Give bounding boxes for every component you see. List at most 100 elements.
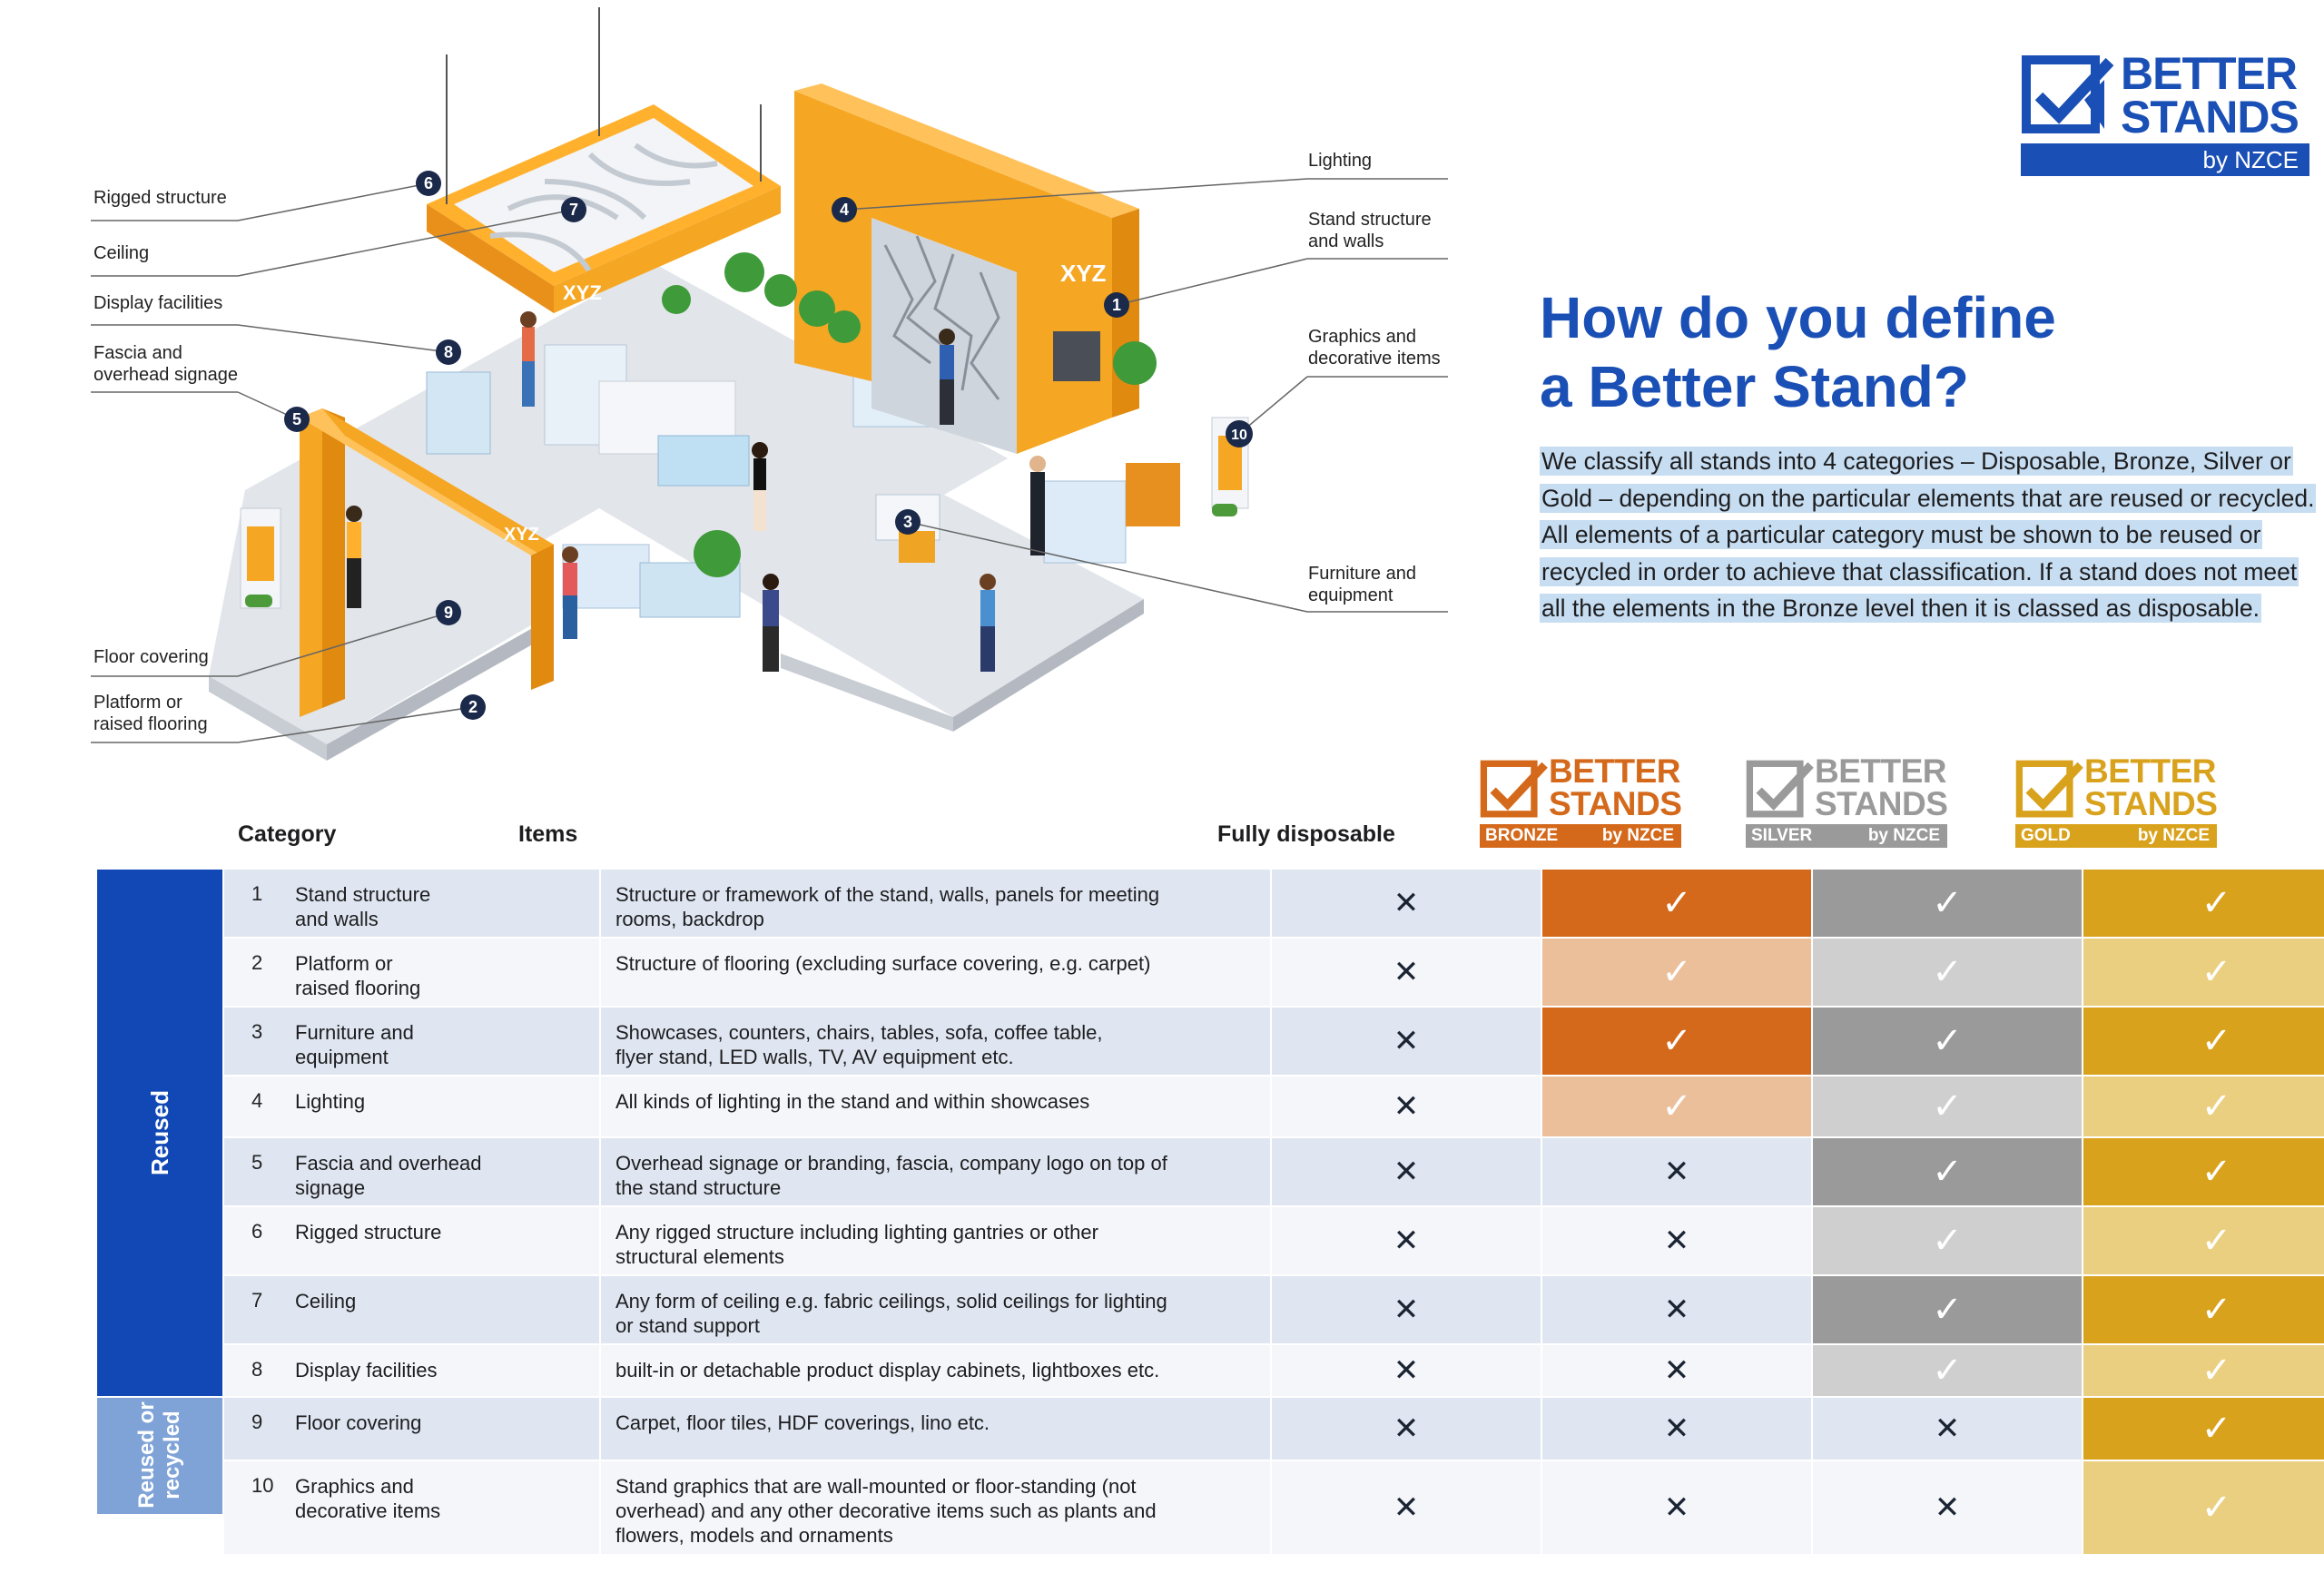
bronze-cell: ✓	[1542, 939, 1811, 1006]
row-number: 4	[251, 1089, 263, 1112]
bronze-cell: ✕	[1542, 1207, 1811, 1274]
gold-check-icon	[2015, 760, 2083, 818]
disposable-cell: ✕	[1272, 939, 1541, 1006]
gold-cell: ✓	[2083, 1398, 2324, 1460]
silver-cross-icon: ✕	[1934, 1411, 1961, 1446]
bronze-cross-icon: ✕	[1663, 1293, 1690, 1327]
category-name-line: Rigged structure	[295, 1221, 442, 1244]
callout-furniture-line1: Furniture and	[1308, 564, 1416, 584]
callout-stand-structure: Stand structure and walls	[1308, 209, 1432, 252]
disposable-cross-icon: ✕	[1393, 1089, 1420, 1124]
header-category: Category	[238, 821, 337, 847]
disposable-cell: ✕	[1272, 1461, 1541, 1554]
intro-line: all the elements in the Bronze level the…	[1540, 594, 2262, 623]
gold-word-stands: STANDS	[2084, 785, 2218, 822]
silver-cell: ✓	[1813, 870, 2082, 937]
intro-line: Gold – depending on the particular eleme…	[1540, 483, 2317, 513]
gold-check-icon: ✓	[2201, 1021, 2232, 1061]
items-cell: Any rigged structure including lighting …	[601, 1207, 1270, 1274]
silver-cell: ✓	[1813, 1345, 2082, 1396]
gold-check-icon: ✓	[2201, 1351, 2232, 1391]
silver-cell: ✓	[1813, 1276, 2082, 1343]
items-cell: Carpet, floor tiles, HDF coverings, lino…	[601, 1398, 1270, 1460]
bronze-cell: ✓	[1542, 870, 1811, 937]
bronze-cross-icon: ✕	[1663, 1155, 1690, 1189]
row-number: 3	[251, 1020, 263, 1043]
bronze-cross-icon: ✕	[1663, 1411, 1690, 1446]
callout-platform-line1: Platform or	[94, 693, 182, 713]
silver-check-icon: ✓	[1932, 1351, 1963, 1391]
silver-check-icon: ✓	[1932, 1221, 1963, 1261]
category-name-line: Stand structure	[295, 883, 431, 906]
callout-lighting: Lighting	[1308, 151, 1373, 171]
bronze-check-icon	[1480, 760, 1548, 818]
items-text: Stand graphics that are wall-mounted or …	[615, 1474, 1251, 1548]
silver-cross-icon: ✕	[1934, 1490, 1961, 1525]
disposable-cell: ✕	[1272, 1008, 1541, 1075]
silver-cell: ✓	[1813, 1077, 2082, 1136]
page-title: How do you define a Better Stand?	[1540, 283, 2230, 421]
category-name-line: Lighting	[295, 1090, 366, 1113]
items-text-line: Stand graphics that are wall-mounted or …	[615, 1475, 1137, 1498]
bronze-check-icon: ✓	[1661, 1021, 1692, 1061]
silver-word-better: BETTER	[1815, 752, 1947, 790]
silver-check-icon: ✓	[1932, 1021, 1963, 1061]
disposable-cross-icon: ✕	[1393, 1155, 1420, 1189]
gold-byline: by NZCE	[2137, 826, 2210, 845]
disposable-cross-icon: ✕	[1393, 1024, 1420, 1058]
gold-cell: ✓	[2083, 1207, 2324, 1274]
items-text-line: the stand structure	[615, 1176, 782, 1199]
category-name-line: Fascia and overhead	[295, 1152, 482, 1175]
page-title-line1: How do you define	[1540, 285, 2056, 350]
disposable-cross-icon: ✕	[1393, 1490, 1420, 1525]
callout-graphics-line1: Graphics and	[1308, 327, 1416, 347]
brand-text-canopy: XYZ	[563, 281, 602, 304]
bronze-cross-icon: ✕	[1663, 1490, 1690, 1525]
bronze-check-icon: ✓	[1661, 952, 1692, 992]
disposable-cross-icon: ✕	[1393, 1224, 1420, 1258]
callout-furniture: Furniture and equipment	[1308, 563, 1416, 606]
gold-cell: ✓	[2083, 1345, 2324, 1396]
better-stands-logo: BETTER STANDS by NZCE	[2021, 49, 2313, 176]
marker-2: 2	[468, 698, 478, 716]
disposable-cross-icon: ✕	[1393, 955, 1420, 989]
callout-graphics-line2: decorative items	[1308, 349, 1441, 369]
silver-check-icon: ✓	[1932, 1152, 1963, 1192]
logo-word-stands: STANDS	[2121, 92, 2299, 143]
silver-cell: ✓	[1813, 939, 2082, 1006]
silver-cell: ✕	[1813, 1461, 2082, 1554]
category-name: Lighting	[295, 1089, 365, 1114]
gold-cell: ✓	[2083, 870, 2324, 937]
intro-line: recycled in order to achieve that classi…	[1540, 556, 2299, 586]
gold-word-better: BETTER	[2084, 752, 2217, 790]
items-text: Structure of flooring (excluding surface…	[615, 951, 1251, 976]
brand-text-right: XYZ	[1060, 260, 1107, 287]
header-items: Items	[518, 821, 578, 847]
items-text: Any rigged structure including lighting …	[615, 1220, 1251, 1269]
category-name-line: Platform or	[295, 952, 393, 975]
marker-4: 4	[840, 201, 849, 219]
items-text-line: Structure of flooring (excluding surface…	[615, 952, 1151, 975]
disposable-cross-icon: ✕	[1393, 1411, 1420, 1446]
items-text: Overhead signage or branding, fascia, co…	[615, 1151, 1251, 1200]
items-text-line: Structure or framework of the stand, wal…	[615, 883, 1160, 906]
gold-cell: ✓	[2083, 1077, 2324, 1136]
items-text-line: built-in or detachable product display c…	[615, 1359, 1160, 1381]
row-number: 7	[251, 1289, 263, 1312]
category-name-line: Floor covering	[295, 1411, 422, 1434]
row-number: 1	[251, 882, 263, 905]
bronze-word-stands: STANDS	[1549, 785, 1682, 822]
items-text: Structure or framework of the stand, wal…	[615, 882, 1251, 931]
marker-9: 9	[444, 604, 453, 622]
stand-illustration: XYZ XYZ XYZ	[91, 7, 1448, 761]
marker-10: 10	[1231, 428, 1247, 443]
silver-check-icon: ✓	[1932, 1086, 1963, 1126]
silver-badge: BETTER STANDS SILVER by NZCE	[1746, 752, 1960, 851]
